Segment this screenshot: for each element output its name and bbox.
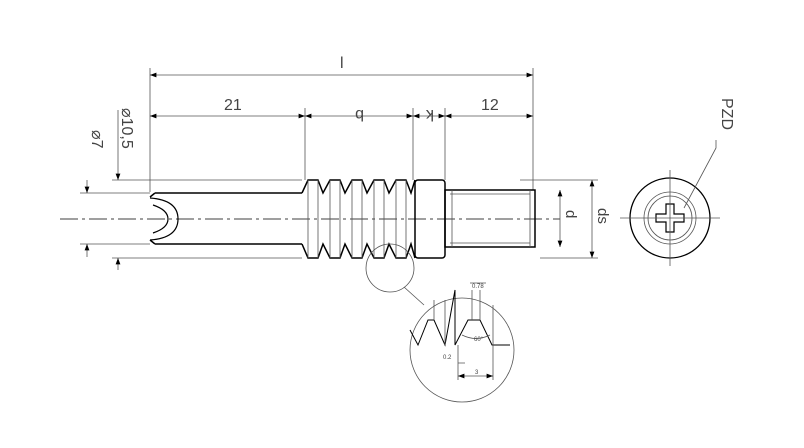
- dim-outer-diameter-label: ⌀10,5: [118, 108, 135, 149]
- dim-d-label: d: [562, 210, 579, 218]
- detail-leader: [403, 286, 425, 306]
- thread-detail-view: [409, 282, 515, 403]
- dim-12-label: 12: [481, 97, 499, 114]
- detail-pitch-label: 3: [475, 370, 479, 376]
- screw-end-view: [620, 140, 720, 266]
- drive-type-label: PZD: [718, 98, 735, 130]
- detail-angle-label: 60°: [474, 337, 484, 343]
- dimension-lines: [84, 72, 595, 270]
- detail-marker-circle: [365, 243, 415, 293]
- dim-21-label: 21: [224, 97, 242, 114]
- detail-width-label: 0.78: [472, 284, 484, 290]
- dim-b-label: b: [355, 106, 364, 123]
- extension-lines: [80, 68, 598, 259]
- dim-core-diameter-label: ⌀7: [88, 130, 105, 149]
- screw-side-view: [149, 179, 536, 259]
- dim-ds-label: ds: [594, 208, 611, 224]
- dim-l-label: l: [340, 55, 344, 72]
- detail-radius-label: 0.2: [443, 355, 452, 361]
- dim-k-label: k: [425, 106, 434, 123]
